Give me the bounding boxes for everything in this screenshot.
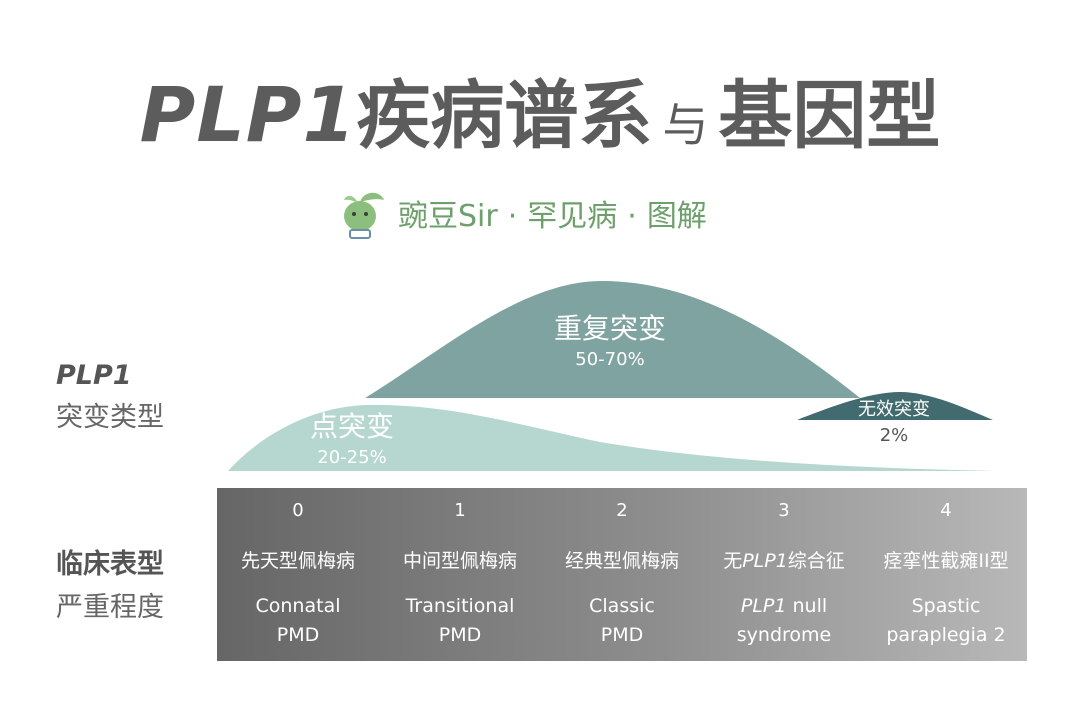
brand-name: 豌豆Sir bbox=[398, 199, 498, 234]
phenotype-name-en: PLP1 null syndrome bbox=[703, 592, 865, 650]
phenotype-en-line1: Transitional bbox=[405, 595, 515, 617]
severity-band: 0 先天型佩梅病 Connatal PMD 1 中间型佩梅病 Transitio… bbox=[217, 488, 1027, 661]
phenotype-en-gene: PLP1 bbox=[740, 595, 787, 617]
title-part1: 疾病谱系 bbox=[356, 73, 653, 159]
title-part2: 基因型 bbox=[718, 73, 941, 159]
phenotype-name-en: Classic PMD bbox=[541, 592, 703, 650]
point-mutation-name: 点突变 bbox=[310, 410, 394, 443]
phenotype-zh-gene: PLP1 bbox=[742, 550, 788, 572]
title-gene: PLP1 bbox=[139, 70, 357, 159]
severity-number: 3 bbox=[778, 500, 790, 521]
brand-separator: · bbox=[507, 199, 518, 234]
severity-column-0: 0 先天型佩梅病 Connatal PMD bbox=[217, 488, 379, 661]
point-mutation-curve bbox=[228, 404, 995, 471]
null-mutation-pct: 2% bbox=[880, 425, 909, 446]
brand-line: 豌豆Sir · 罕见病 · 图解 bbox=[340, 186, 707, 240]
phenotype-name-en: Transitional PMD bbox=[379, 592, 541, 650]
phenotype-zh-prefix: 无 bbox=[723, 550, 743, 572]
phenotype-en-line1: PLP1 null bbox=[703, 592, 865, 621]
brand-separator: · bbox=[627, 199, 637, 234]
null-mutation-name: 无效突变 bbox=[858, 399, 930, 420]
duplication-curve bbox=[365, 280, 860, 398]
phenotype-en-line2: PMD bbox=[276, 624, 320, 646]
mutation-type-text: 突变类型 bbox=[56, 402, 164, 433]
phenotype-name-en: Spastic paraplegia 2 bbox=[865, 592, 1027, 650]
phenotype-name-zh: 中间型佩梅病 bbox=[402, 550, 517, 572]
severity-number: 0 bbox=[292, 500, 304, 521]
phenotype-line1: 临床表型 bbox=[56, 549, 164, 580]
severity-column-4: 4 痉挛性截瘫II型 Spastic paraplegia 2 bbox=[865, 488, 1027, 661]
phenotype-en-line2: syndrome bbox=[736, 624, 832, 646]
title-connector: 与 bbox=[662, 98, 709, 152]
phenotype-en-line1: Connatal bbox=[255, 595, 341, 617]
severity-column-2: 2 经典型佩梅病 Classic PMD bbox=[541, 488, 703, 661]
brand-tag-rare-disease: 罕见病 bbox=[527, 199, 618, 234]
severity-number: 1 bbox=[454, 500, 466, 521]
phenotype-name-zh: 痉挛性截瘫II型 bbox=[883, 550, 1009, 572]
duplication-name: 重复突变 bbox=[554, 312, 666, 345]
mutation-type-label: PLP1 突变类型 bbox=[56, 360, 164, 434]
phenotype-en-line1: Spastic bbox=[911, 595, 981, 617]
phenotype-en-line2: PMD bbox=[600, 624, 644, 646]
phenotype-name-zh: 经典型佩梅病 bbox=[564, 550, 679, 572]
brand-tag-illustrated: 图解 bbox=[646, 199, 707, 234]
null-mutation-curve bbox=[797, 392, 993, 420]
phenotype-en-line2: PMD bbox=[438, 624, 482, 646]
phenotype-name-zh: 先天型佩梅病 bbox=[240, 550, 355, 572]
severity-column-3: 3 无PLP1综合征 PLP1 null syndrome bbox=[703, 488, 865, 661]
phenotype-name-zh: 无PLP1综合征 bbox=[703, 546, 865, 573]
phenotype-name-en: Connatal PMD bbox=[217, 592, 379, 650]
phenotype-label: 临床表型 严重程度 bbox=[56, 542, 164, 624]
severity-number: 2 bbox=[616, 500, 628, 521]
pea-mascot-icon bbox=[344, 192, 384, 239]
phenotype-line2: 严重程度 bbox=[56, 592, 164, 623]
duplication-pct: 50-70% bbox=[575, 349, 644, 370]
point-mutation-pct: 20-25% bbox=[317, 447, 386, 468]
mutation-gene-label: PLP1 bbox=[56, 360, 132, 391]
severity-number: 4 bbox=[940, 500, 952, 521]
brand-text: 豌豆Sir · 罕见病 · 图解 bbox=[398, 191, 707, 235]
severity-column-1: 1 中间型佩梅病 Transitional PMD bbox=[379, 488, 541, 661]
page-title: PLP1疾病谱系与基因型 bbox=[0, 56, 1080, 163]
phenotype-en-line1: Classic bbox=[589, 595, 655, 617]
phenotype-zh-suffix: 综合征 bbox=[787, 550, 845, 572]
phenotype-en-line2: paraplegia 2 bbox=[886, 624, 1006, 646]
phenotype-en-rest: null bbox=[786, 595, 828, 617]
